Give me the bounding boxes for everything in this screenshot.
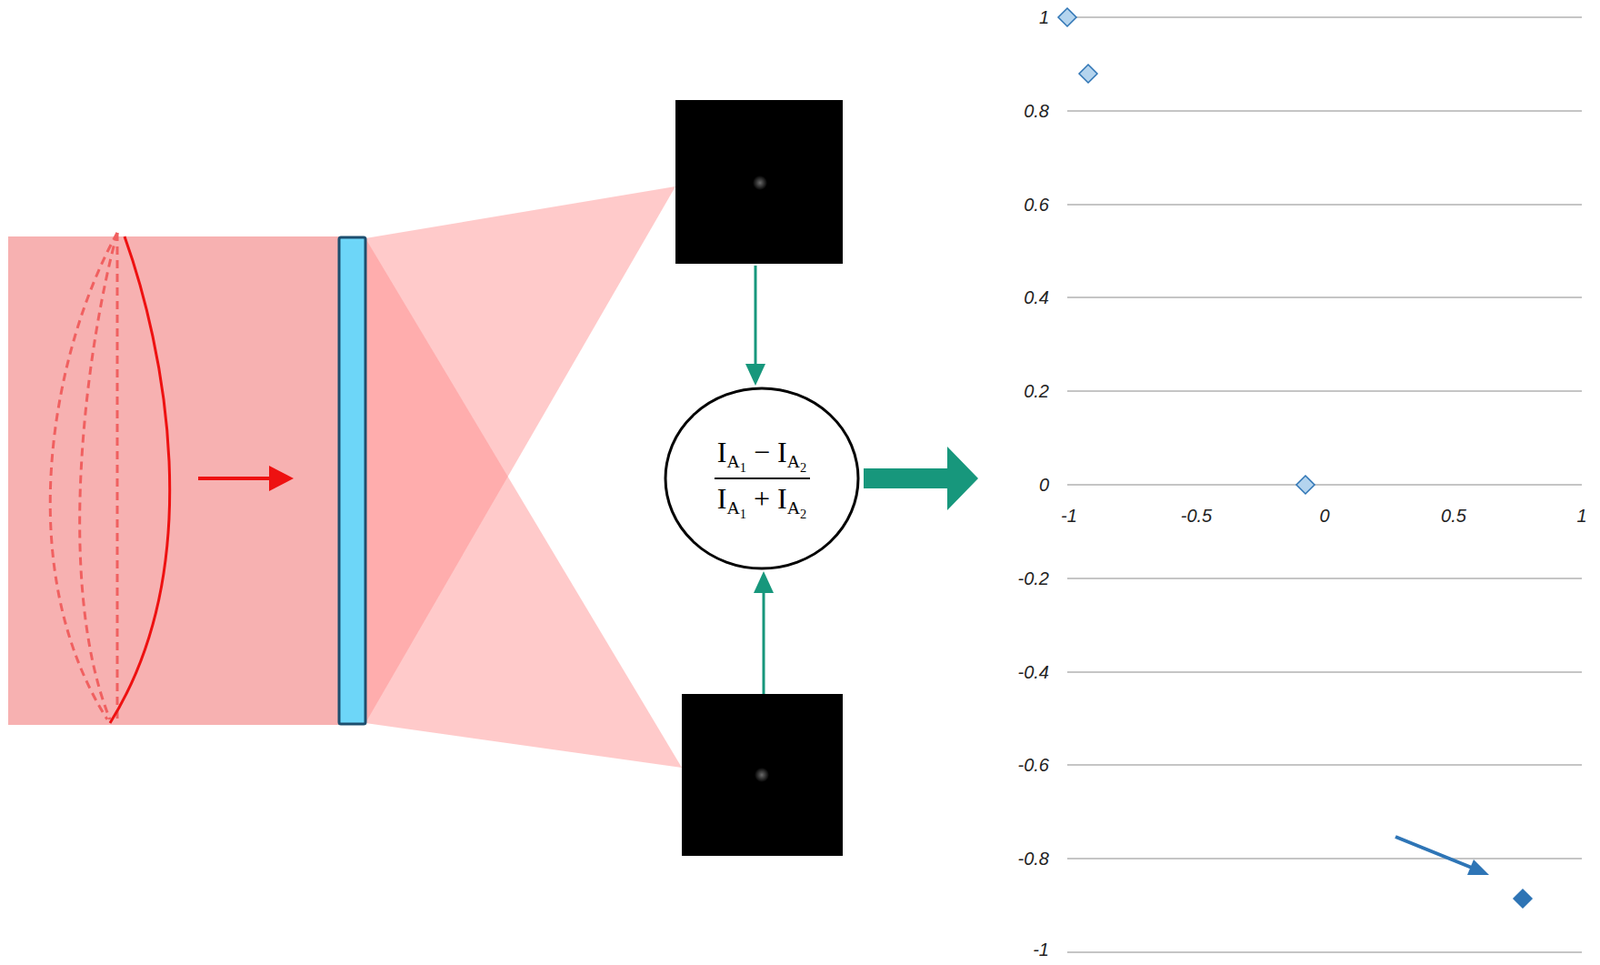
pointer-arrowhead (1467, 859, 1490, 875)
detector-image (675, 100, 843, 264)
fraction-bar (714, 477, 810, 480)
x-axis-label: -1 (1060, 506, 1078, 525)
signal-arrowhead (745, 363, 766, 386)
signal-arrow (762, 590, 766, 694)
y-axis-label: -0.6 (1018, 755, 1050, 774)
y-axis-label: -1 (1032, 940, 1050, 959)
x-axis-label: 1 (1576, 506, 1587, 525)
signal-arrow (754, 265, 758, 368)
y-axis-label: 1 (1039, 8, 1050, 27)
y-axis-label: -0.8 (1018, 849, 1050, 868)
data-point-current (1513, 889, 1532, 908)
data-point (1079, 64, 1098, 83)
focal-spot (754, 767, 770, 782)
y-axis-label: 0.4 (1023, 288, 1050, 307)
data-point (1058, 8, 1077, 27)
wavefront (110, 236, 170, 723)
y-axis-label: 0.2 (1023, 381, 1050, 400)
y-axis-label: -0.4 (1018, 662, 1050, 681)
denominator: IA1 + IA2 (717, 481, 807, 521)
y-axis-label: 0 (1039, 475, 1050, 494)
y-axis-label: 0.6 (1023, 195, 1050, 214)
wavefront-dashed (80, 232, 118, 720)
optical-plate (339, 237, 366, 724)
propagation-arrowhead (269, 465, 294, 491)
lower-beam (365, 238, 682, 768)
wavefront-dashed (50, 232, 118, 720)
x-axis-label: 0.5 (1440, 506, 1467, 525)
wavefront-flat (116, 232, 120, 720)
pointer-arrow (1395, 836, 1472, 868)
data-point (1296, 475, 1315, 494)
fraction: IA1 − IA2IA1 + IA2 (663, 386, 860, 570)
chart-gridlines (1067, 17, 1582, 952)
output-arrow (863, 446, 979, 510)
propagation-arrow (198, 476, 273, 480)
y-axis-label: 0.8 (1023, 101, 1050, 120)
laser-beam (8, 236, 340, 725)
x-axis-label: -0.5 (1180, 506, 1212, 525)
numerator: IA1 − IA2 (717, 435, 807, 475)
detector-image (681, 693, 843, 856)
y-axis-label: -0.2 (1018, 569, 1050, 588)
signal-arrowhead (753, 570, 774, 593)
x-axis-label: 0 (1319, 506, 1330, 525)
focal-spot (752, 175, 768, 190)
formula-circle: IA1 − IA2IA1 + IA2 (663, 386, 860, 570)
